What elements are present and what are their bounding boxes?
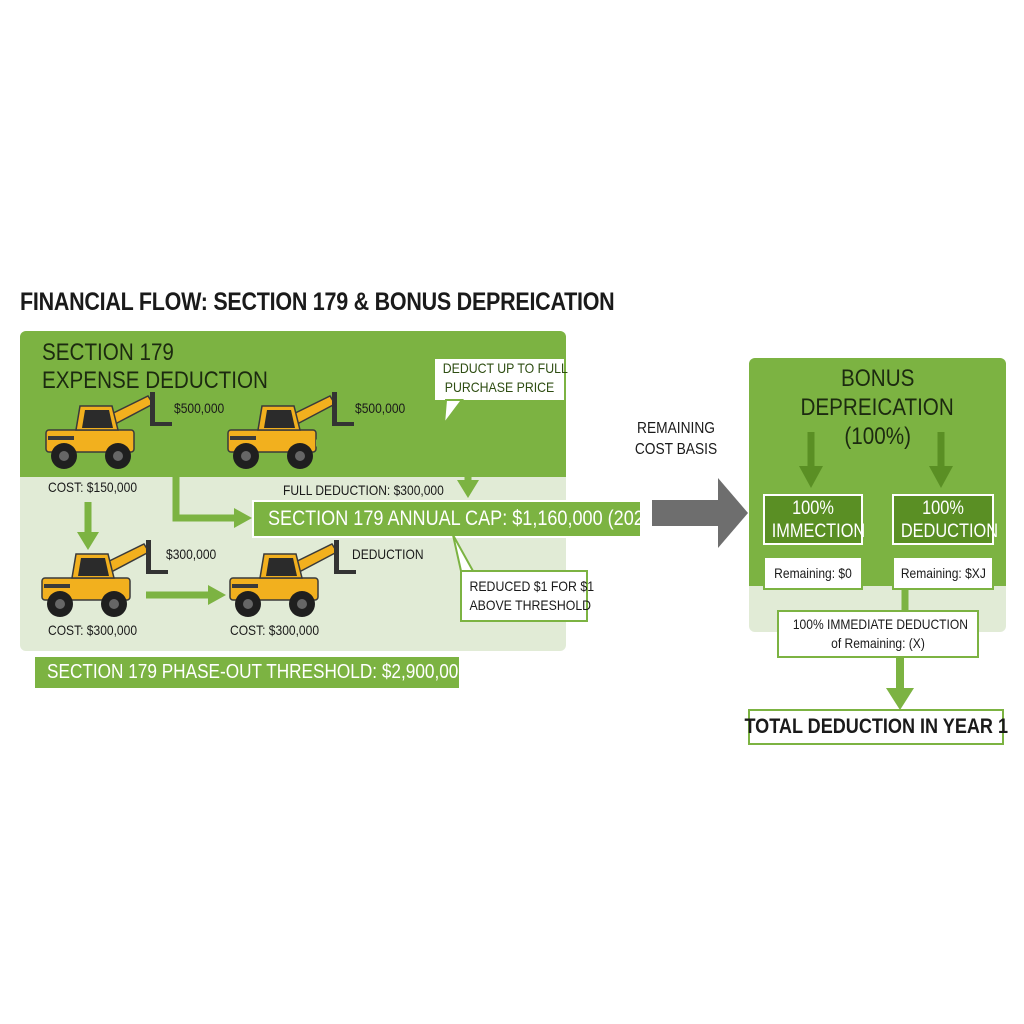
remaining-left-box: Remaining: $0 <box>763 556 863 590</box>
phaseout-bar: SECTION 179 PHASE-OUT THRESHOLD: $2,900,… <box>33 655 478 690</box>
immediate-line1: 100% IMMEDIATE DEDUCTION <box>792 616 968 632</box>
cost-label: COST: $150,000 <box>48 479 138 495</box>
callout-line1: DEDUCT UP TO FULL <box>442 360 568 376</box>
down-arrow <box>886 658 914 710</box>
deduct-full-callout: DEDUCT UP TO FULL PURCHASE PRICE <box>433 357 568 402</box>
bonus-title-line1: BONUS <box>840 365 915 392</box>
price-label: $500,000 <box>174 400 225 416</box>
annual-cap-bar: SECTION 179 ANNUAL CAP: $1,160,000 (2023… <box>252 500 660 538</box>
immediate-line2: of Remaining: (X) <box>831 635 925 651</box>
deduction-box: 100% DEDUCTION <box>892 494 998 545</box>
deduction-box-line2: DEDUCTION <box>900 520 998 542</box>
flow-arrows <box>77 428 479 605</box>
bonus-title-line2: DEPREICATION <box>800 394 955 421</box>
immection-line2: IMMECTION <box>771 520 866 542</box>
callout-tail <box>442 399 464 428</box>
remaining-line1: REMAINING <box>637 420 715 437</box>
bonus-title-line3: (100%) <box>844 423 911 450</box>
deduction-label: DEDUCTION <box>352 546 424 562</box>
immection-box: 100% IMMECTION <box>763 494 866 545</box>
full-deduction-label: FULL DEDUCTION: $300,000 <box>283 482 444 498</box>
cost-label: COST: $300,000 <box>48 622 138 638</box>
remaining-arrow <box>652 478 748 548</box>
remaining-left-text: Remaining: $0 <box>774 564 852 581</box>
page-title: FINANCIAL FLOW: SECTION 179 & BONUS DEPR… <box>20 288 615 316</box>
reduced-line2: ABOVE THRESHOLD <box>469 597 592 613</box>
deduction-box-line1: 100% <box>922 497 964 519</box>
bonus-panel-band <box>749 358 1006 586</box>
bonus-title: BONUS DEPREICATION (100%) <box>749 364 1006 451</box>
callout-line2: PURCHASE PRICE <box>444 379 555 395</box>
remaining-line2: COST BASIS <box>634 441 718 458</box>
section179-heading: SECTION 179 EXPENSE DEDUCTION <box>42 339 268 395</box>
section179-heading-line1: SECTION 179 <box>42 339 174 366</box>
section179-heading-line2: EXPENSE DEDUCTION <box>42 367 268 394</box>
remaining-cost-basis-label: REMAINING COST BASIS <box>628 418 724 460</box>
price-label: $500,000 <box>355 400 406 416</box>
total-deduction-text: TOTAL DEDUCTION IN YEAR 1 <box>744 715 1008 738</box>
connector-line <box>901 588 909 614</box>
remaining-right-box: Remaining: $XJ <box>892 556 994 590</box>
cost-label: COST: $300,000 <box>230 622 320 638</box>
immediate-deduction-box: 100% IMMEDIATE DEDUCTION of Remaining: (… <box>777 610 979 658</box>
reduced-callout: REDUCED $1 FOR $1 ABOVE THRESHOLD <box>460 570 595 622</box>
annual-cap-text: SECTION 179 ANNUAL CAP: $1,160,000 (2023… <box>268 507 660 530</box>
reduced-callout-tail <box>452 534 475 572</box>
bonus-arrows <box>799 432 953 488</box>
immection-line1: 100% <box>792 497 834 519</box>
phaseout-text: SECTION 179 PHASE-OUT THRESHOLD: $2,900,… <box>47 661 478 683</box>
price-label: $300,000 <box>166 546 217 562</box>
remaining-right-text: Remaining: $XJ <box>900 564 986 581</box>
total-deduction-box: TOTAL DEDUCTION IN YEAR 1 <box>744 709 1008 745</box>
reduced-line1: REDUCED $1 FOR $1 <box>469 578 595 594</box>
